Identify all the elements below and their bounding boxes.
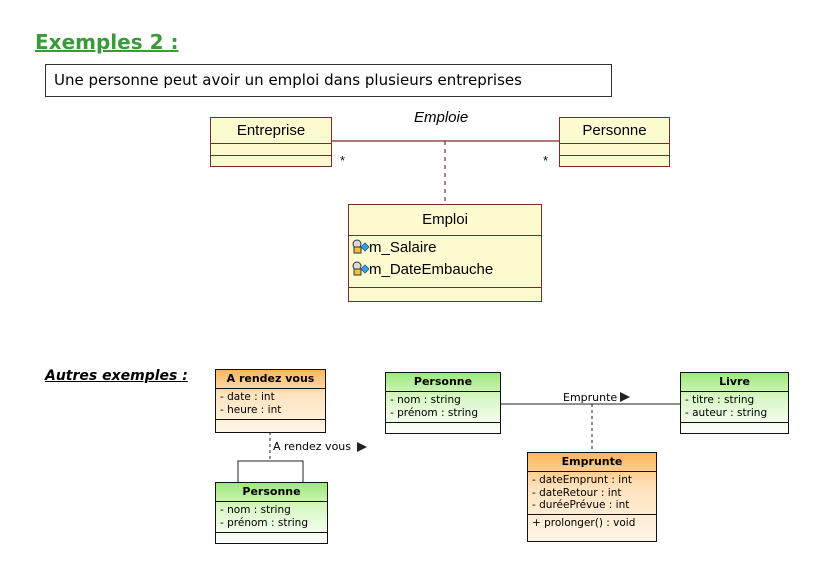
operations-section: + prolonger() : void [528,515,656,532]
class-a-rendez-vous[interactable]: A rendez vous - date : int - heure : int [215,369,326,433]
attribute: - dateRetour : int [532,486,622,499]
attributes-section: - dateEmprunt : int - dateRetour : int -… [528,472,656,515]
attributes-section: - titre : string - auteur : string [681,392,788,423]
multiplicity-right: * [543,153,549,168]
attribute: - date : int [220,391,275,403]
class-name: Emploi [349,205,541,236]
protected-attribute-icon [352,239,370,254]
association-class-emploi[interactable]: Emploi m_Salaire m_DateEmbauche [348,204,542,302]
attribute: - dateEmprunt : int [532,474,632,486]
class-name: A rendez vous [216,370,325,389]
attribute-name: m_DateEmbauche [369,261,494,278]
class-livre[interactable]: Livre - titre : string - auteur : string [680,372,789,434]
multiplicity-left: * [340,153,346,168]
emprunte-association-label: Emprunte [563,391,618,404]
class-name: Livre [681,373,788,392]
rdv-association-label: A rendez vous [273,440,352,453]
attribute: - nom : string [220,504,291,516]
emprunte-direction-arrow-icon [620,392,630,402]
class-name: Emprunte [528,453,656,472]
operations-section [349,288,541,304]
class-personne-self[interactable]: Personne - nom : string - prénom : strin… [215,482,328,544]
attribute-name: m_Salaire [369,239,437,256]
association-label: Emploie [414,109,469,126]
attribute: - titre : string [685,394,755,406]
attributes-section: - nom : string - prénom : string [386,392,500,423]
page-title: Exemples 2 : [35,30,179,54]
attribute: - heure : int [220,403,282,416]
class-name: Personne [386,373,500,392]
attribute: - prénom : string [220,516,308,529]
attribute: - prénom : string [390,406,478,419]
description-box: Une personne peut avoir un emploi dans p… [45,64,612,97]
class-name: Entreprise [211,118,331,144]
other-examples-label: Autres exemples : [45,368,188,384]
class-personne[interactable]: Personne - nom : string - prénom : strin… [385,372,501,434]
operations-section [560,156,669,166]
attributes-section: m_Salaire m_DateEmbauche [349,236,541,288]
attributes-section: - nom : string - prénom : string [216,502,327,533]
attribute: - auteur : string [685,406,768,419]
self-association-loop [237,460,304,482]
attribute-row: m_Salaire [349,237,541,259]
attribute: - duréePrévue : int [532,499,630,511]
operation: + prolonger() : void [532,517,636,529]
class-name: Personne [216,483,327,502]
class-personne[interactable]: Personne [559,117,670,167]
attributes-section: - date : int - heure : int [216,389,325,420]
attributes-section [560,144,669,156]
protected-attribute-icon [352,261,370,276]
attribute: - nom : string [390,394,461,406]
association-class-emprunte[interactable]: Emprunte - dateEmprunt : int - dateRetou… [527,452,657,542]
rdv-direction-arrow-icon [357,442,367,452]
attribute-row: m_DateEmbauche [349,259,541,281]
operations-section [211,156,331,166]
class-name: Personne [560,118,669,144]
class-entreprise[interactable]: Entreprise [210,117,332,167]
attributes-section [211,144,331,156]
